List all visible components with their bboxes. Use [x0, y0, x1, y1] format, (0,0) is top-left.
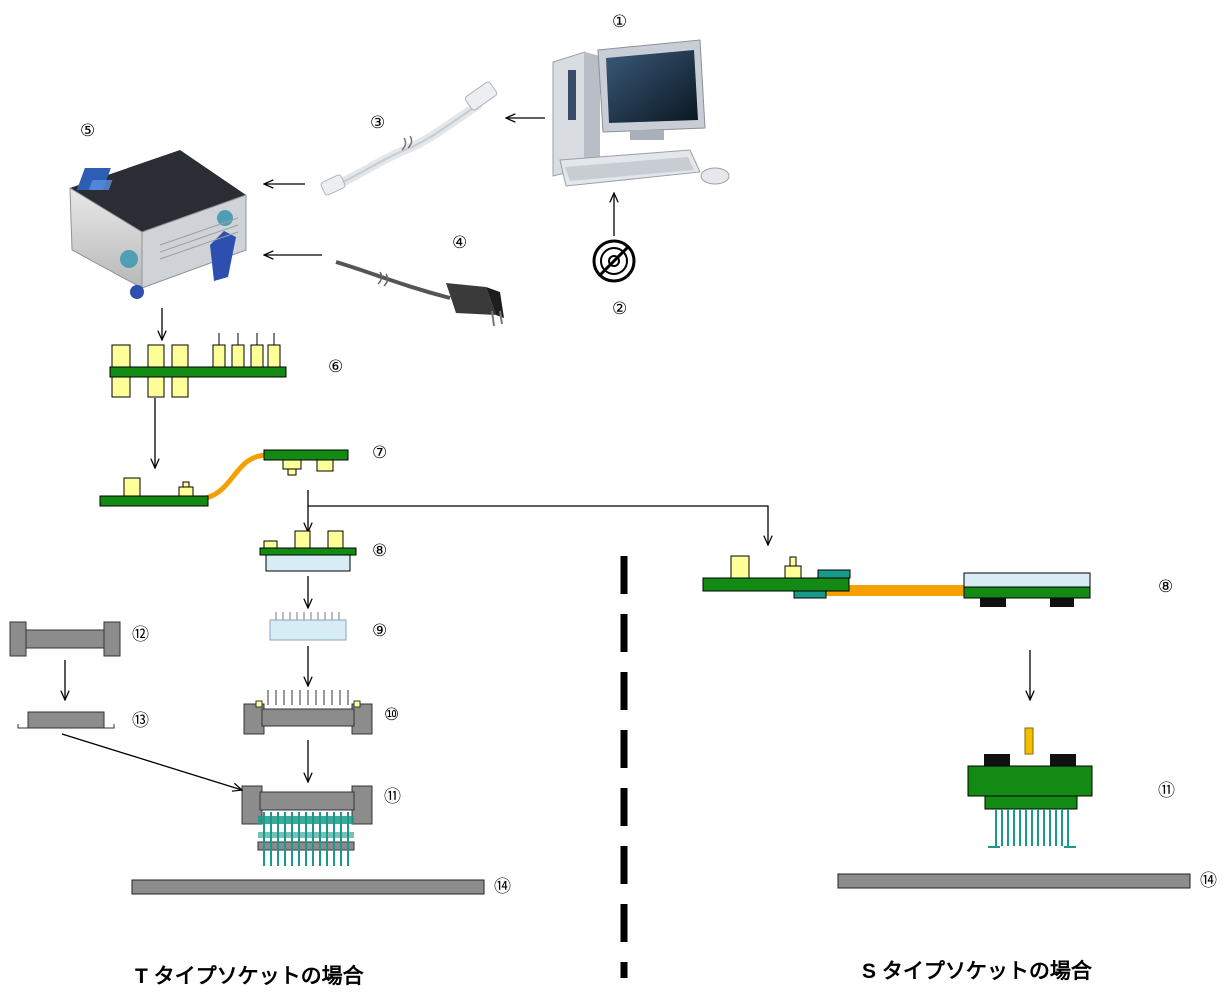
label-13: ⑬: [132, 711, 149, 731]
arrow-7-to-8s: [308, 505, 768, 545]
label-8-t: ⑧: [372, 541, 387, 561]
label-14-t: ⑭: [494, 877, 511, 897]
label-4: ④: [452, 233, 467, 253]
label-3: ③: [370, 113, 385, 133]
label-7: ⑦: [372, 443, 387, 463]
cd-rom-icon: [592, 239, 636, 283]
label-8-s: ⑧: [1158, 577, 1173, 597]
label-11-t: ⑪: [384, 787, 401, 807]
target-board-s: [837, 873, 1191, 889]
caption-s-type: S タイプソケットの場合: [862, 959, 1093, 983]
label-12: ⑫: [132, 625, 149, 645]
usb-cable: [320, 81, 498, 196]
emulator-unit: [69, 150, 247, 299]
socket-13: [17, 711, 115, 729]
label-6: ⑥: [328, 357, 343, 377]
label-14-s: ⑭: [1200, 871, 1217, 891]
s-adapter-8: [702, 555, 1091, 607]
label-1: ①: [612, 12, 627, 32]
host-pc: [552, 39, 730, 187]
socket-cover-12: [9, 621, 121, 657]
socket-11-t: [241, 785, 373, 866]
label-10: ⑩: [384, 705, 399, 725]
ac-adapter: [335, 260, 504, 327]
arrow-13-to-11t: [61, 733, 242, 790]
label-5: ⑤: [80, 121, 95, 141]
cable-board-7: [99, 449, 349, 507]
socket-cover-10: [243, 690, 373, 735]
t-adapter-8: [259, 530, 357, 572]
label-11-s: ⑪: [1158, 781, 1175, 801]
pitch-converter-9: [269, 612, 347, 641]
interface-board: [109, 333, 287, 398]
socket-11-s: [967, 727, 1093, 848]
label-9: ⑨: [372, 621, 387, 641]
target-board-t: [131, 879, 485, 895]
caption-t-type: T タイプソケットの場合: [135, 964, 365, 988]
label-2: ②: [612, 299, 627, 319]
